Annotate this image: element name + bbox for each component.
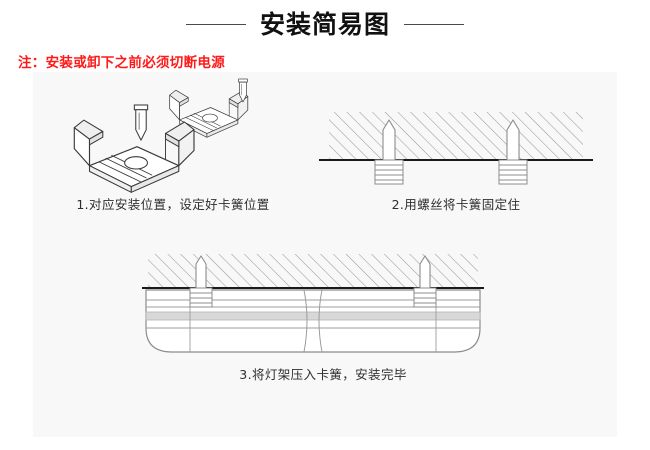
title-rule-left	[185, 23, 246, 25]
power-warning-note: 注：安装或卸下之前必须切断电源	[18, 55, 225, 71]
page-title-row: 安装简易图	[0, 4, 650, 44]
spring-clip-large	[73, 119, 195, 193]
step-one-caption: 1.对应安装位置，设定好卡簧位置	[76, 197, 270, 212]
installation-diagram-panel: 1.对应安装位置，设定好卡簧位置	[33, 72, 617, 437]
mounted-screw-clip-right	[413, 255, 437, 308]
page-title: 安装简易图	[259, 9, 390, 39]
mounted-screw-clip-left	[189, 255, 213, 308]
screw-bracket-left	[374, 119, 404, 185]
screw-bracket-right	[498, 119, 528, 185]
screw-large	[133, 104, 149, 141]
step-two-caption: 2.用螺丝将卡簧固定住	[391, 197, 521, 212]
step-three-illustration	[138, 250, 508, 370]
step-one-illustration	[43, 77, 303, 207]
ceiling-hatched-slab	[329, 112, 583, 160]
step-two-illustration	[311, 102, 601, 207]
step-three-caption: 3.将灯架压入卡簧，安装完毕	[239, 367, 407, 382]
title-rule-right	[404, 23, 464, 25]
